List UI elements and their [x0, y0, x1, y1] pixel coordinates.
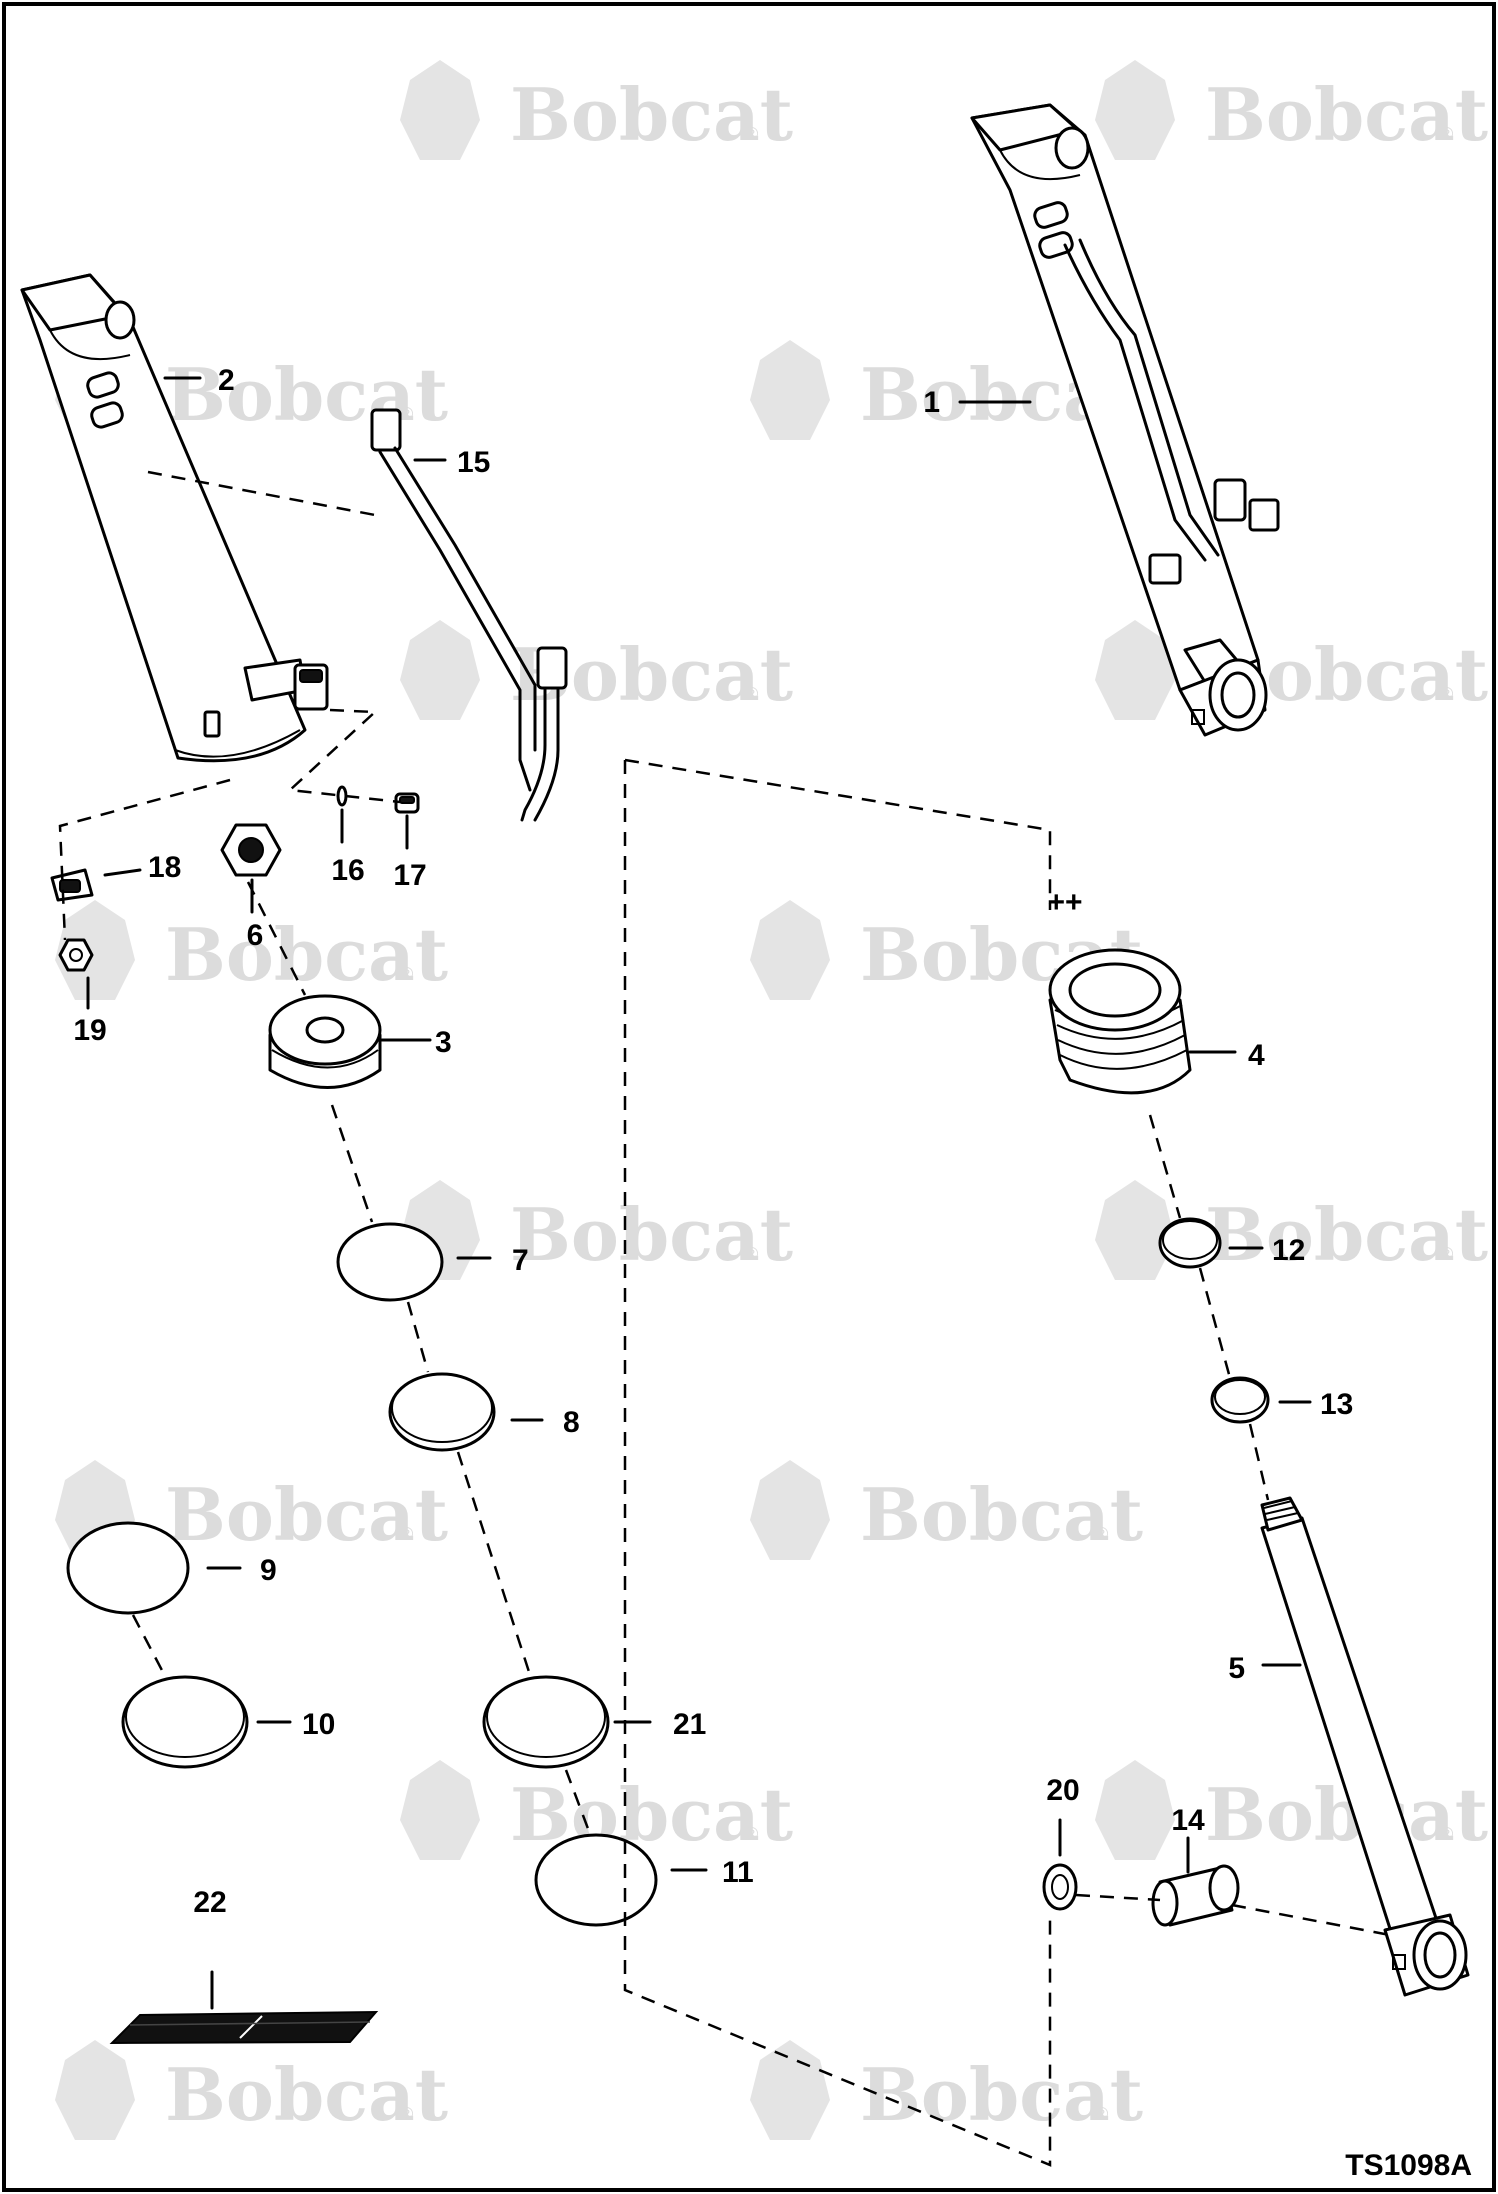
part-3-piston — [268, 994, 382, 1089]
svg-text:®: ® — [745, 1824, 758, 1844]
watermark-logo: Bobcat ® — [55, 2040, 448, 2140]
callout-11: 11 — [722, 1856, 754, 1889]
part-19-nut — [58, 938, 94, 972]
watermark-logo: Bobcat ® — [750, 1460, 1143, 1560]
callout-2: 2 — [218, 364, 235, 397]
svg-text:®: ® — [400, 2104, 413, 2124]
watermark-logo: Bobcat ® — [400, 620, 793, 720]
svg-text:®: ® — [1440, 124, 1453, 144]
callout-14: 14 — [1171, 1804, 1205, 1837]
svg-text:®: ® — [745, 1244, 758, 1264]
watermark-logo: Bobcat ® — [400, 1180, 793, 1280]
svg-text:®: ® — [400, 404, 413, 424]
part-2-barrel — [20, 273, 329, 763]
seal-rings — [66, 1217, 1270, 1927]
svg-text:®: ® — [1440, 1824, 1453, 1844]
callout-9: 9 — [260, 1554, 277, 1587]
svg-text:Bobcat: Bobcat — [510, 72, 793, 157]
svg-text:®: ® — [1095, 1524, 1108, 1544]
part-7-ring — [336, 1222, 444, 1302]
callout-16: 16 — [331, 854, 364, 887]
callout-17: 17 — [393, 859, 426, 892]
callout-18: 18 — [148, 851, 181, 884]
svg-text:Bobcat: Bobcat — [510, 1772, 793, 1857]
callout-8: 8 — [563, 1406, 580, 1439]
svg-text:Bobcat: Bobcat — [165, 352, 448, 437]
callout-4: 4 — [1248, 1039, 1265, 1072]
callout-22: 22 — [193, 1886, 226, 1919]
watermark-logo: Bobcat ® — [400, 1760, 793, 1860]
part-10-ring — [121, 1675, 249, 1769]
svg-text:®: ® — [745, 684, 758, 704]
watermark-logo: Bobcat ® — [55, 900, 448, 1000]
watermark-logo: Bobcat ® — [1095, 620, 1488, 720]
svg-text:®: ® — [1095, 2104, 1108, 2124]
svg-text:Bobcat: Bobcat — [165, 1472, 448, 1557]
callout-21: 21 — [673, 1708, 706, 1741]
callout-5: 5 — [1228, 1652, 1245, 1685]
svg-text:Bobcat: Bobcat — [1205, 1192, 1488, 1277]
watermark-logo: Bobcat ® — [1095, 1180, 1488, 1280]
callout-6: 6 — [247, 919, 264, 952]
svg-text:Bobcat: Bobcat — [1205, 72, 1488, 157]
callout-3: 3 — [435, 1026, 452, 1059]
callout-19: 19 — [73, 1014, 106, 1047]
watermark-logo: Bobcat ® — [1095, 1760, 1488, 1860]
plus-mark: ++ — [1047, 886, 1082, 919]
callout-7: 7 — [512, 1244, 529, 1277]
callout-15: 15 — [457, 446, 490, 479]
watermark-logo: Bobcat ® — [750, 2040, 1143, 2140]
callout-13: 13 — [1320, 1388, 1353, 1421]
callout-10: 10 — [302, 1708, 335, 1741]
svg-text:Bobcat: Bobcat — [165, 912, 448, 997]
part-1-cylinder-assembly — [970, 103, 1280, 737]
leader-18 — [103, 868, 142, 877]
svg-text:®: ® — [400, 1524, 413, 1544]
part-11-ring — [534, 1833, 658, 1927]
svg-text:Bobcat: Bobcat — [510, 1192, 793, 1277]
part-12-ring — [1158, 1217, 1222, 1269]
callout-labels: 1 2 3 4 5 6 7 8 9 10 11 12 13 14 15 16 1… — [73, 364, 1472, 2182]
part-20-washer — [1042, 1863, 1078, 1911]
part-21-ring — [482, 1675, 610, 1769]
part-22-seal-kit — [109, 2010, 379, 2045]
assembly-lines — [58, 470, 1391, 2167]
svg-text:Bobcat: Bobcat — [165, 2052, 448, 2137]
svg-text:®: ® — [745, 124, 758, 144]
part-4-head — [1048, 948, 1192, 1095]
watermark-logo: Bobcat ® — [1095, 60, 1488, 160]
drawing-id: TS1098A — [1345, 2149, 1472, 2182]
part-15-tube — [370, 408, 568, 822]
svg-text:Bobcat: Bobcat — [860, 1472, 1143, 1557]
callout-1: 1 — [923, 386, 940, 419]
part-13-ring — [1210, 1376, 1270, 1424]
part-14-bushing — [1151, 1864, 1240, 1927]
svg-text:®: ® — [400, 964, 413, 984]
watermark-logo: Bobcat ® — [400, 60, 793, 160]
part-5-rod — [1260, 1496, 1470, 1997]
part-9-ring — [66, 1521, 190, 1615]
leader-lines — [86, 376, 1312, 2010]
part-8-ring — [388, 1372, 496, 1452]
svg-text:®: ® — [1440, 684, 1453, 704]
part-16-o-ring — [336, 785, 348, 807]
svg-text:®: ® — [1440, 1244, 1453, 1264]
svg-text:Bobcat: Bobcat — [860, 2052, 1143, 2137]
callout-12: 12 — [1272, 1234, 1305, 1267]
callout-20: 20 — [1046, 1774, 1079, 1807]
